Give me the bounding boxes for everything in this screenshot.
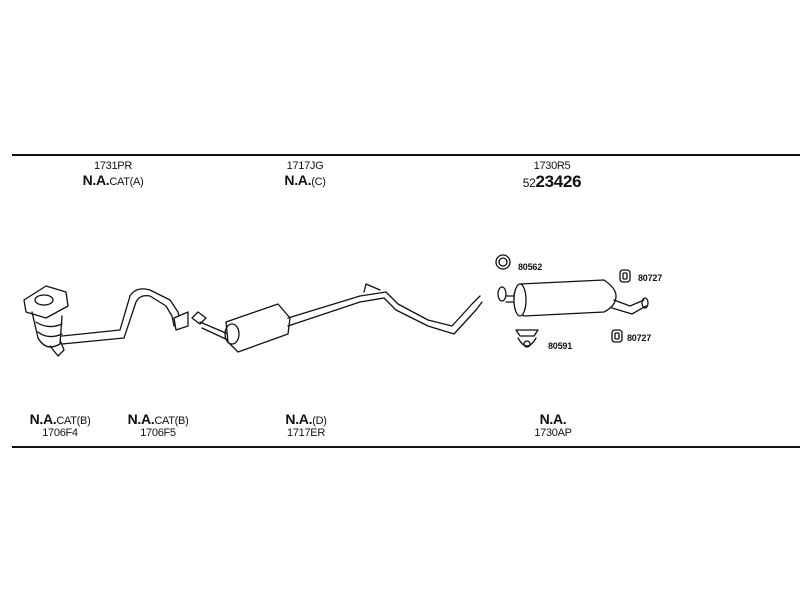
label-catalyst-1: N.A.CAT(B) 1706F4 bbox=[29, 411, 91, 439]
rubber-hanger-bottom bbox=[611, 329, 623, 343]
rear-muffler bbox=[497, 279, 649, 317]
label-rear-muffler: 1730R5 5223426 bbox=[522, 160, 582, 191]
label-catalyst-2: N.A.CAT(B) 1706F5 bbox=[127, 411, 189, 439]
part-code-hanger-bottom: 80727 bbox=[627, 333, 652, 343]
clamp-ring bbox=[495, 254, 511, 270]
part-code-hanger-top: 80727 bbox=[638, 273, 663, 283]
label-front-pipe: 1731PR N.A.CAT(A) bbox=[82, 160, 144, 188]
part-code-clamp: 80562 bbox=[518, 262, 543, 272]
part-code-mount: 80591 bbox=[548, 341, 573, 351]
middle-muffler bbox=[191, 283, 483, 353]
exhaust-mount bbox=[515, 329, 539, 348]
label-center-pipe: 1717JG N.A.(C) bbox=[284, 160, 326, 188]
catalytic-converter bbox=[23, 285, 69, 357]
label-tail-section: N.A. 1730AP bbox=[534, 411, 572, 439]
label-middle-pipe: N.A.(D) 1717ER bbox=[285, 411, 327, 439]
front-pipe bbox=[61, 288, 189, 345]
rubber-hanger-top bbox=[619, 269, 631, 283]
top-divider bbox=[12, 154, 800, 156]
bottom-divider bbox=[12, 446, 800, 448]
